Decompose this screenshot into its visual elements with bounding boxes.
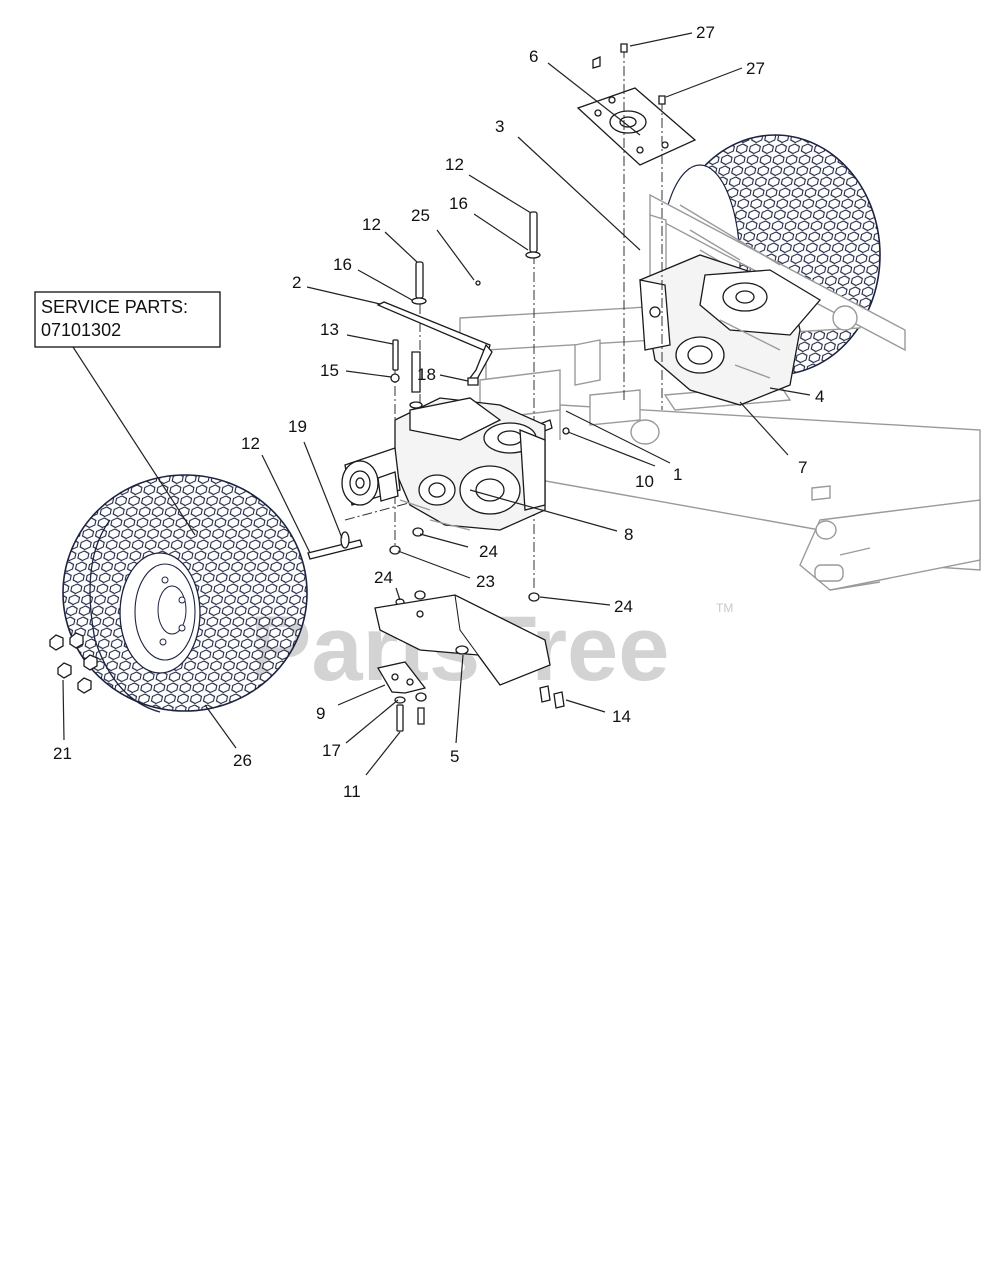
callout-25: 25 bbox=[411, 206, 430, 225]
skid-plate bbox=[374, 594, 551, 686]
service-parts-box: SERVICE PARTS: 07101302 bbox=[34, 291, 221, 348]
watermark-trademark: TM bbox=[716, 601, 733, 615]
mounting-bracket bbox=[376, 661, 427, 694]
callout-16: 16 bbox=[449, 194, 468, 213]
callout-27: 27 bbox=[696, 23, 715, 42]
callout-12: 12 bbox=[362, 215, 381, 234]
callout-23: 23 bbox=[476, 572, 495, 591]
leader-lines bbox=[62, 32, 811, 776]
callout-27: 27 bbox=[746, 59, 765, 78]
callout-13: 13 bbox=[320, 320, 339, 339]
service-parts-title: SERVICE PARTS: bbox=[41, 297, 188, 317]
callout-16: 16 bbox=[333, 255, 352, 274]
left-transmission bbox=[341, 397, 546, 531]
callout-24: 24 bbox=[374, 568, 393, 587]
callout-17: 17 bbox=[322, 741, 341, 760]
callout-19: 19 bbox=[288, 417, 307, 436]
callout-9: 9 bbox=[316, 704, 325, 723]
callout-18: 18 bbox=[417, 365, 436, 384]
callout-24: 24 bbox=[614, 597, 633, 616]
callout-8: 8 bbox=[624, 525, 633, 544]
callout-10: 10 bbox=[635, 472, 654, 491]
callout-12: 12 bbox=[241, 434, 260, 453]
callout-11: 11 bbox=[343, 782, 361, 801]
callout-3: 3 bbox=[495, 117, 504, 136]
lug-nuts bbox=[49, 632, 98, 694]
left-rear-tire bbox=[62, 474, 308, 713]
callout-2: 2 bbox=[292, 273, 301, 292]
callout-14: 14 bbox=[612, 707, 631, 726]
callout-15: 15 bbox=[320, 361, 339, 380]
right-transmission bbox=[639, 254, 821, 406]
callout-labels: 27 27 6 3 12 16 25 12 16 2 13 15 18 4 7 … bbox=[53, 23, 824, 801]
callout-21: 21 bbox=[53, 744, 72, 763]
callout-1: 1 bbox=[673, 465, 682, 484]
service-parts-number: 07101302 bbox=[41, 320, 121, 340]
callout-6: 6 bbox=[529, 47, 538, 66]
callout-7: 7 bbox=[798, 458, 807, 477]
callout-24: 24 bbox=[479, 542, 498, 561]
deck-plate bbox=[576, 56, 697, 166]
callout-5: 5 bbox=[450, 747, 459, 766]
callout-4: 4 bbox=[815, 387, 824, 406]
callout-26: 26 bbox=[233, 751, 252, 770]
callout-12: 12 bbox=[445, 155, 464, 174]
